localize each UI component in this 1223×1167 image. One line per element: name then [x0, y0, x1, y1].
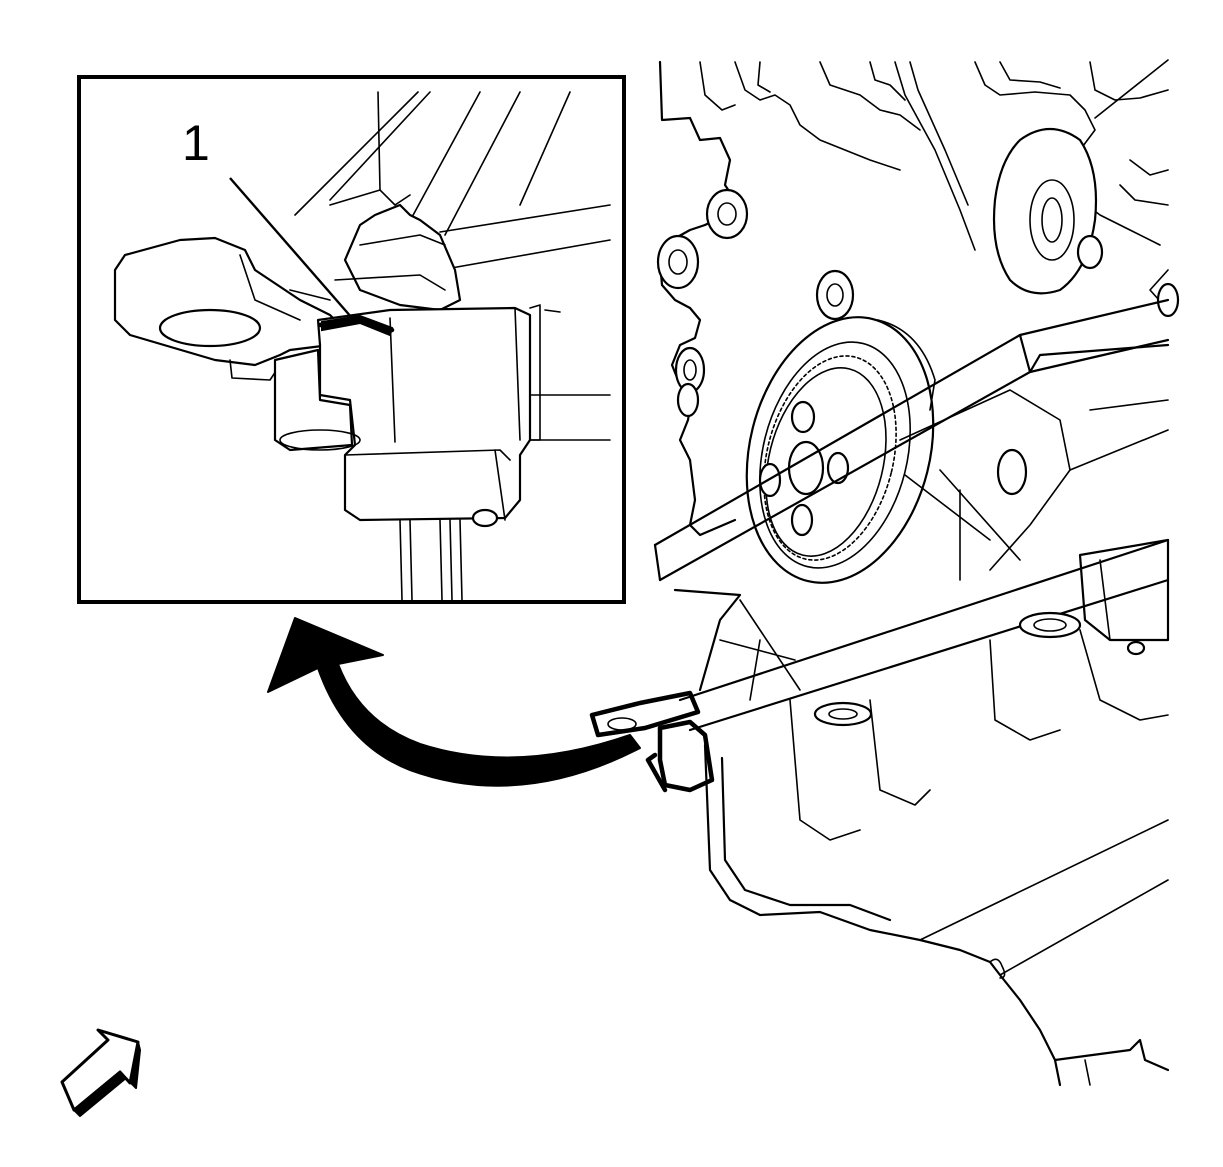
detail-inset-contents [113, 91, 611, 600]
engine-block-upper [656, 59, 1180, 537]
engine-block-drawing [589, 59, 1180, 1087]
callout-leader-line [229, 177, 353, 319]
detail-inset: 1 [77, 75, 626, 604]
mount-bracket-highlighted [589, 690, 715, 793]
callout-label-1: 1 [182, 115, 210, 171]
detail-reference-arrow-icon [267, 617, 641, 787]
crankshaft-seal-area [745, 316, 936, 584]
oil-pan [703, 629, 1170, 1087]
view-direction-arrow-icon [60, 1028, 141, 1117]
engine-frame-rails [653, 298, 1170, 732]
